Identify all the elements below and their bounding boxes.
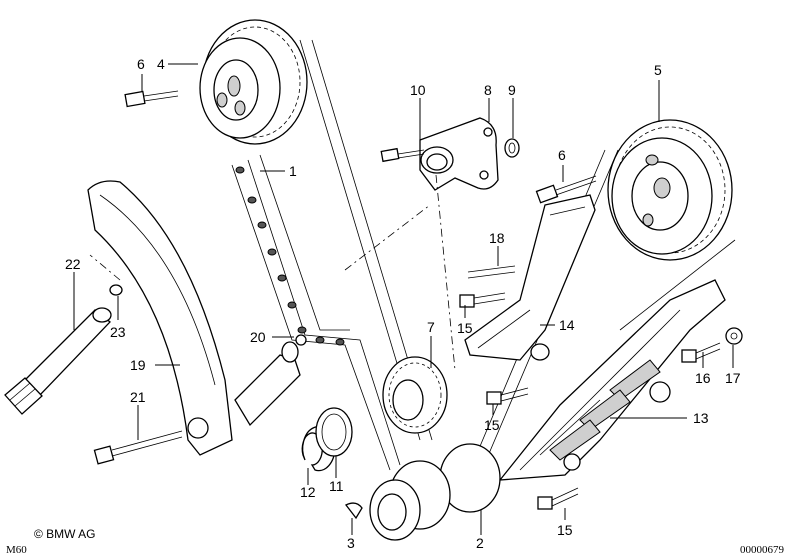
guide-rail-14 <box>464 194 596 361</box>
label-part-10: 10 <box>410 82 426 98</box>
label-part-9: 9 <box>508 82 516 98</box>
bolt-6-left <box>124 90 179 108</box>
label-part-13: 13 <box>693 410 709 426</box>
label-part-16: 16 <box>695 370 711 386</box>
label-part-21: 21 <box>130 389 146 405</box>
label-part-3: 3 <box>347 535 355 551</box>
washer-20 <box>295 334 307 346</box>
tensioner-piston <box>4 307 112 415</box>
label-part-15-middle: 15 <box>484 417 500 433</box>
label-part-6-right: 6 <box>558 147 566 163</box>
label-part-18: 18 <box>489 230 505 246</box>
woodruff-key <box>345 502 363 520</box>
bolt-21 <box>93 430 183 465</box>
bolt-16 <box>681 342 721 363</box>
camshaft-sprocket-upper-left <box>199 19 308 145</box>
intermediate-sprocket <box>382 356 448 434</box>
bolt-6-right <box>535 175 597 204</box>
centerline-pivot <box>344 204 431 271</box>
tensioner-rail-13 <box>498 279 726 481</box>
leader-lines <box>73 63 734 535</box>
crankshaft-sprocket <box>369 443 501 541</box>
label-part-7: 7 <box>427 319 435 335</box>
bolt-15-upper <box>459 292 506 308</box>
washer-23 <box>109 284 123 296</box>
label-part-15-lower: 15 <box>557 522 573 538</box>
copyright-notice: © BMW AG <box>34 527 96 541</box>
label-part-8: 8 <box>484 82 492 98</box>
drawing-number: 00000679 <box>740 544 785 556</box>
tensioner-pivot-arm <box>234 341 301 427</box>
bolt-15-lower <box>537 487 579 510</box>
bolt-15-middle <box>486 387 529 405</box>
label-part-2: 2 <box>476 535 484 551</box>
centerline-piston <box>89 254 121 281</box>
label-part-23: 23 <box>110 324 126 340</box>
label-part-11: 11 <box>329 478 344 494</box>
stud-18 <box>467 265 516 279</box>
guide-rail-19 <box>87 180 233 456</box>
label-part-17: 17 <box>725 370 741 386</box>
label-part-1: 1 <box>289 163 297 179</box>
camshaft-sprocket-upper-right <box>607 119 733 261</box>
centerline-tensioner <box>435 174 456 371</box>
sealing-ring-9 <box>504 138 520 158</box>
bolt-10 <box>380 147 425 163</box>
chain-links <box>235 166 345 346</box>
label-part-6-left: 6 <box>137 56 145 72</box>
label-part-22: 22 <box>65 256 81 272</box>
label-part-5: 5 <box>654 62 662 78</box>
label-part-20: 20 <box>250 329 266 345</box>
chain-tensioner-housing <box>419 117 499 191</box>
label-part-12: 12 <box>300 484 316 500</box>
seal-ring-11 <box>315 407 353 457</box>
label-part-4: 4 <box>157 56 165 72</box>
label-part-14: 14 <box>559 317 575 333</box>
washer-17 <box>725 327 743 345</box>
label-part-15-upper: 15 <box>457 320 473 336</box>
label-part-19: 19 <box>130 357 146 373</box>
model-code: M60 <box>6 544 27 556</box>
